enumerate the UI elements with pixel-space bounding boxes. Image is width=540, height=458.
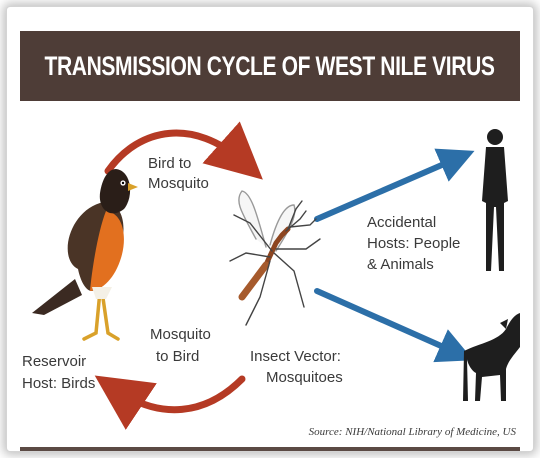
infographic-panel: TRANSMISSION CYCLE OF WEST NILE VIRUS bbox=[20, 31, 520, 451]
arrow-to-animals bbox=[317, 291, 457, 353]
image-frame: TRANSMISSION CYCLE OF WEST NILE VIRUS bbox=[6, 6, 534, 452]
label-reservoir-host: Reservoir Host: Birds bbox=[22, 353, 95, 392]
bird-icon bbox=[32, 169, 138, 339]
title-band: TRANSMISSION CYCLE OF WEST NILE VIRUS bbox=[20, 31, 520, 101]
arrow-to-people bbox=[317, 158, 458, 219]
label-accidental-hosts: Accidental Hosts: People & Animals bbox=[367, 214, 465, 273]
person-icon bbox=[482, 129, 508, 271]
horse-icon bbox=[463, 313, 520, 401]
mosquito-to-bird-arrow bbox=[118, 379, 242, 410]
label-mosquito-to-bird: Mosquito to Bird bbox=[150, 326, 215, 365]
diagram-title: TRANSMISSION CYCLE OF WEST NILE VIRUS bbox=[45, 51, 495, 82]
label-bird-to-mosquito: Bird to Mosquito bbox=[148, 155, 209, 192]
source-citation: Source: NIH/National Library of Medicine… bbox=[309, 426, 517, 438]
transmission-diagram: Bird to Mosquito Mosquito to Bird Accide… bbox=[20, 101, 520, 447]
label-insect-vector: Insect Vector: Mosquitoes bbox=[250, 348, 345, 386]
mosquito-icon bbox=[230, 191, 320, 325]
